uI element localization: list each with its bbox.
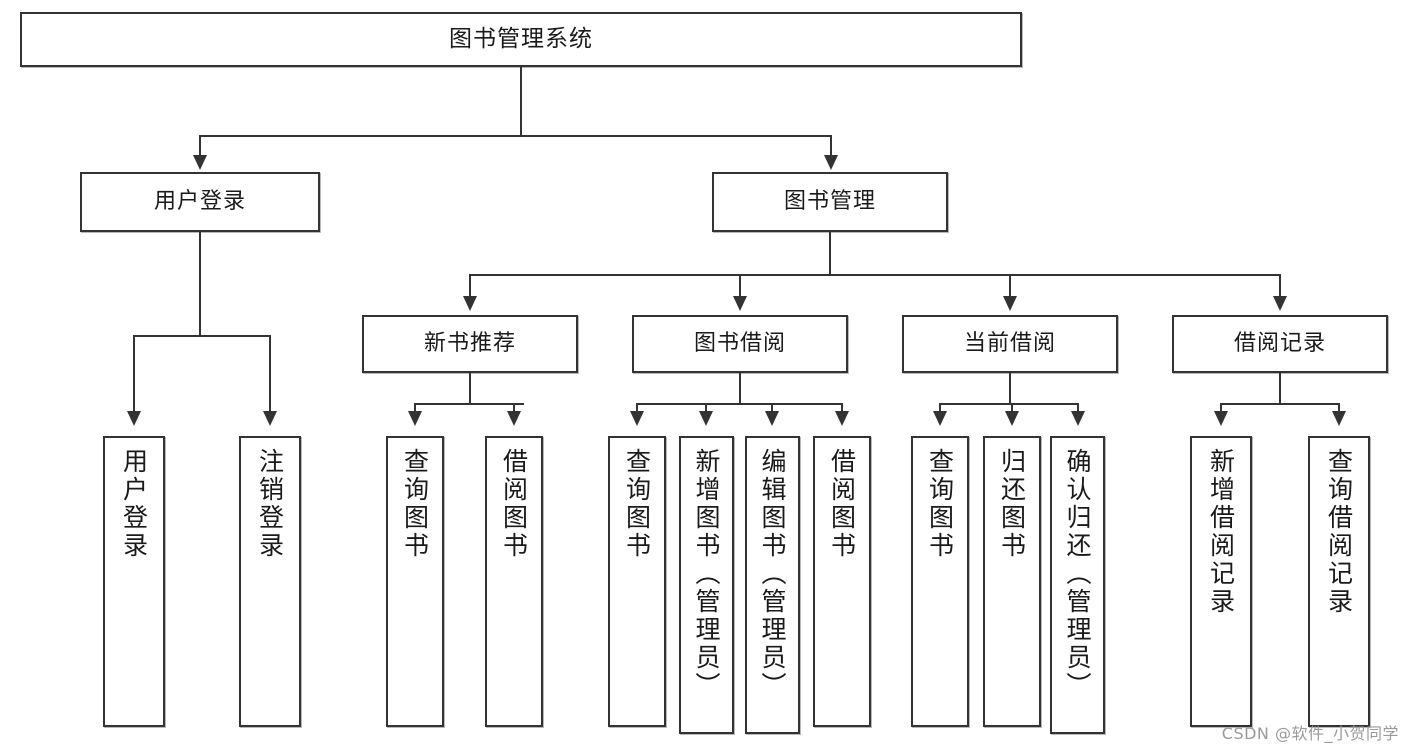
connector-borrow-bus	[636, 403, 842, 405]
node-label: 新书推荐	[423, 330, 516, 356]
arrow-to-new-book-recommend	[463, 296, 477, 311]
arrow-to-leaf-add-book	[699, 411, 713, 426]
leaf-add-borrow-record[interactable]: 新增借阅记录	[1190, 436, 1252, 727]
connector-borrow-stem	[739, 373, 741, 405]
connector-recommend-drop-2	[513, 403, 515, 413]
connector-record-drop-2	[1338, 403, 1340, 413]
leaf-confirm-return-admin[interactable]: 确认归还（管理员）	[1050, 436, 1105, 734]
arrow-to-leaf-query-book-2	[630, 411, 644, 426]
connector-user-login-bus	[133, 335, 270, 337]
node-label: 当前借阅	[963, 330, 1056, 356]
connector-book-management-stem	[829, 232, 831, 276]
connector-recommend-bus	[414, 403, 524, 405]
connector-current-drop-1	[939, 403, 941, 413]
arrow-to-book-management	[824, 155, 838, 170]
node-label: 图书管理系统	[449, 25, 593, 52]
connector-record-bus	[1220, 403, 1339, 405]
node-label: 查询图书	[925, 448, 955, 560]
leaf-return-book[interactable]: 归还图书	[983, 436, 1041, 727]
connector-current-drop-2	[1011, 403, 1013, 413]
connector-level3-drop-2	[739, 274, 741, 298]
connector-current-bus	[939, 403, 1078, 405]
csdn-watermark: CSDN @软件_小贺同学	[1221, 724, 1399, 743]
node-label: 编辑图书（管理员）	[758, 448, 787, 700]
arrow-to-leaf-query-record	[1332, 411, 1346, 426]
node-label: 图书管理	[783, 188, 876, 214]
leaf-query-book-recommend[interactable]: 查询图书	[386, 436, 444, 727]
arrow-to-user-login	[193, 155, 207, 170]
connector-level2-drop-user	[199, 135, 201, 157]
node-label: 用户登录	[153, 188, 246, 214]
leaf-user-login[interactable]: 用户登录	[103, 436, 165, 727]
leaf-logout[interactable]: 注销登录	[239, 436, 301, 727]
connector-record-stem	[1279, 373, 1281, 405]
connector-root-stem	[520, 67, 522, 135]
node-label: 查询借阅记录	[1324, 448, 1354, 616]
node-label: 借阅图书	[827, 448, 857, 560]
leaf-query-book-borrow[interactable]: 查询图书	[608, 436, 666, 727]
leaf-edit-book-admin[interactable]: 编辑图书（管理员）	[745, 436, 800, 734]
node-label: 用户登录	[119, 448, 149, 560]
arrow-to-leaf-query-book-3	[933, 411, 947, 426]
arrow-to-leaf-user-login	[127, 411, 141, 426]
connector-level3-drop-1	[469, 274, 471, 298]
leaf-borrow-book-recommend[interactable]: 借阅图书	[485, 436, 543, 727]
connector-current-drop-3	[1077, 403, 1079, 413]
arrow-to-leaf-query-book-1	[408, 411, 422, 426]
leaf-query-borrow-record[interactable]: 查询借阅记录	[1308, 436, 1370, 727]
node-label: 注销登录	[255, 448, 285, 560]
arrow-to-leaf-edit-book	[765, 411, 779, 426]
arrow-to-book-borrow	[733, 296, 747, 311]
arrow-to-leaf-borrow-book-1	[507, 411, 521, 426]
connector-level2-bus	[199, 135, 832, 137]
arrow-to-leaf-logout	[263, 411, 277, 426]
leaf-add-book-admin[interactable]: 新增图书（管理员）	[679, 436, 734, 734]
connector-borrow-drop-3	[771, 403, 773, 413]
node-label: 确认归还（管理员）	[1063, 448, 1092, 700]
connector-user-login-drop-2	[269, 335, 271, 413]
connector-level3-bus	[469, 274, 1280, 276]
node-borrow-record[interactable]: 借阅记录	[1172, 315, 1388, 373]
node-new-book-recommend[interactable]: 新书推荐	[362, 315, 578, 373]
node-label: 借阅记录	[1233, 330, 1326, 356]
node-label: 新增图书（管理员）	[692, 448, 721, 700]
connector-level3-drop-4	[1279, 274, 1281, 298]
connector-user-login-stem	[199, 232, 201, 337]
arrow-to-leaf-borrow-book-2	[835, 411, 849, 426]
connector-recommend-stem	[469, 373, 471, 405]
node-book-borrow[interactable]: 图书借阅	[632, 315, 848, 373]
connector-record-drop-1	[1220, 403, 1222, 413]
connector-level3-drop-3	[1009, 274, 1011, 298]
node-root-book-management-system[interactable]: 图书管理系统	[20, 12, 1022, 67]
arrow-to-leaf-return-book	[1005, 411, 1019, 426]
connector-current-stem	[1009, 373, 1011, 405]
connector-borrow-drop-2	[705, 403, 707, 413]
node-label: 归还图书	[997, 448, 1027, 560]
node-label: 借阅图书	[499, 448, 529, 560]
arrow-to-leaf-add-record	[1214, 411, 1228, 426]
arrow-to-leaf-confirm-return	[1071, 411, 1085, 426]
leaf-borrow-book-borrow[interactable]: 借阅图书	[813, 436, 871, 727]
connector-user-login-drop-1	[133, 335, 135, 413]
node-current-borrow[interactable]: 当前借阅	[902, 315, 1118, 373]
node-label: 新增借阅记录	[1206, 448, 1236, 616]
connector-borrow-drop-1	[636, 403, 638, 413]
node-label: 图书借阅	[693, 330, 786, 356]
node-user-login[interactable]: 用户登录	[80, 172, 320, 232]
arrow-to-current-borrow	[1003, 296, 1017, 311]
connector-level2-drop-book	[830, 135, 832, 157]
leaf-query-book-current[interactable]: 查询图书	[911, 436, 969, 727]
connector-recommend-drop-1	[414, 403, 416, 413]
node-label: 查询图书	[400, 448, 430, 560]
node-book-management[interactable]: 图书管理	[712, 172, 948, 232]
node-label: 查询图书	[622, 448, 652, 560]
arrow-to-borrow-record	[1273, 296, 1287, 311]
connector-borrow-drop-4	[841, 403, 843, 413]
